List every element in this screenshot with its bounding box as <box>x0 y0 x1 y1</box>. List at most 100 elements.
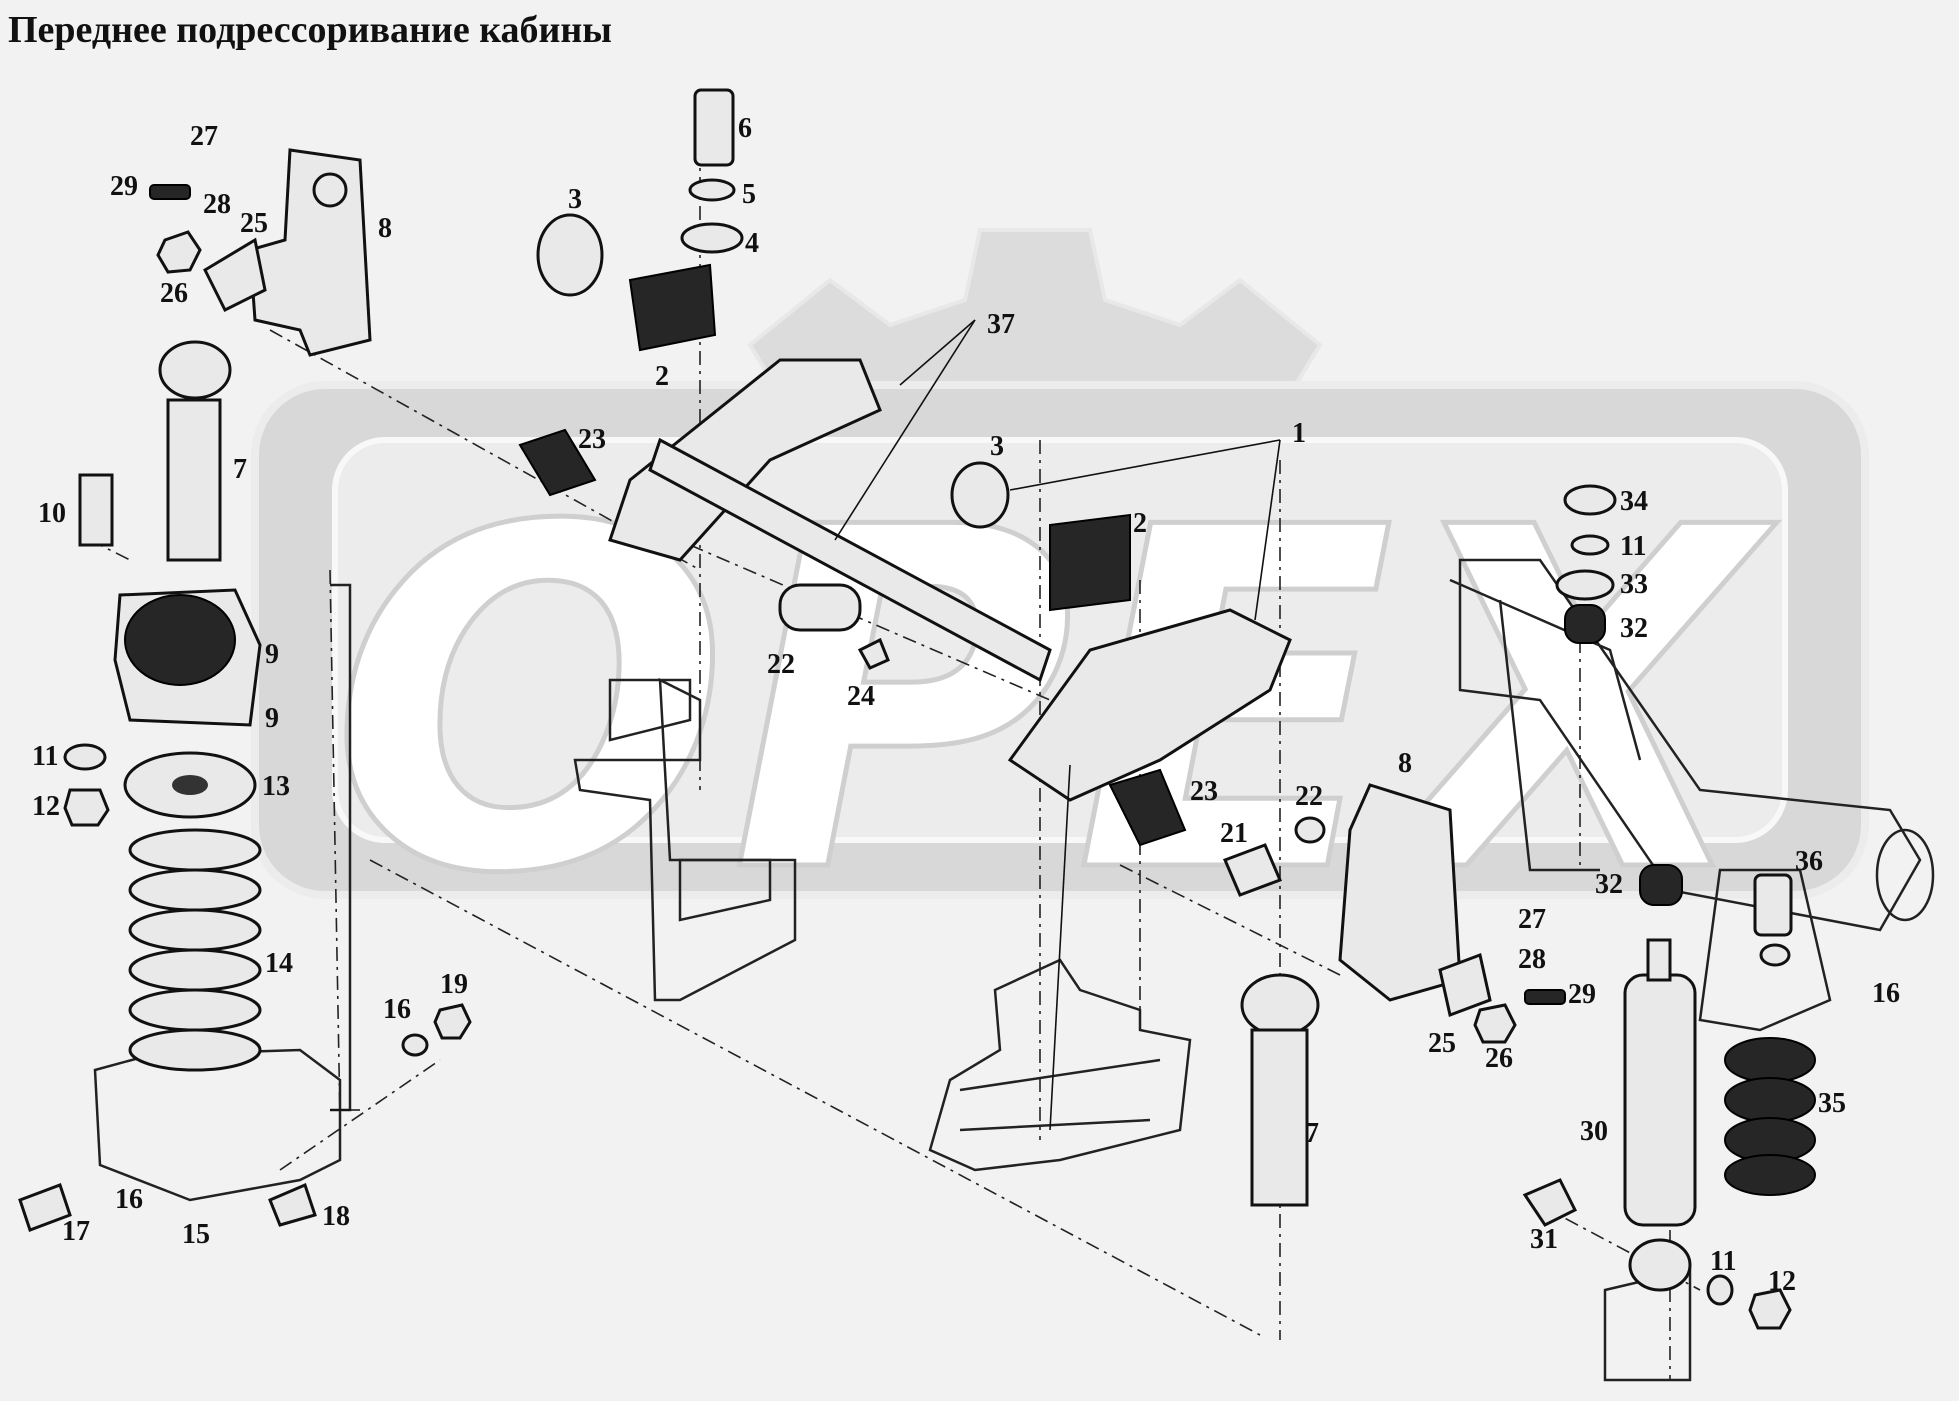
callout-label: 7 <box>1305 1118 1319 1149</box>
callout-label: 5 <box>742 179 756 210</box>
callout-label: 29 <box>110 171 138 202</box>
callout-label: 27 <box>190 121 218 152</box>
callout-label: 28 <box>203 189 231 220</box>
nut-part-26-left <box>156 230 202 274</box>
callout-label: 10 <box>38 498 66 529</box>
shock-absorber-part-30 <box>1623 973 1697 1227</box>
callout-label: 9 <box>265 703 279 734</box>
callouts: 27 29 28 25 8 26 7 10 9 9 11 12 13 14 16… <box>32 113 1900 1297</box>
ring-part-7-right <box>1240 973 1320 1037</box>
callout-label: 12 <box>1768 1266 1796 1297</box>
callout-label: 32 <box>1595 869 1623 900</box>
callout-label: 36 <box>1795 846 1823 877</box>
callout-label: 27 <box>1518 904 1546 935</box>
washer-part-4 <box>680 222 744 254</box>
callout-label: 30 <box>1580 1116 1608 1147</box>
bump-stop-part-35 <box>1724 1037 1816 1196</box>
bracket-part-8-right <box>1338 783 1462 1002</box>
washer-part-11-bottom <box>1706 1274 1734 1306</box>
snap-ring-part-3-top <box>536 213 604 297</box>
washer-part-5 <box>688 178 736 202</box>
callout-label: 34 <box>1620 486 1648 517</box>
bolt-part-17 <box>18 1183 72 1232</box>
callout-label: 24 <box>847 681 875 712</box>
pin-part-22 <box>778 583 862 632</box>
callout-label: 31 <box>1530 1224 1558 1255</box>
bolt-part-36 <box>1753 873 1793 937</box>
bracket-part-8-left <box>248 148 372 357</box>
callout-label: 22 <box>767 649 795 680</box>
callout-label: 25 <box>240 208 268 239</box>
bump-stop-part-23-top <box>518 428 597 497</box>
nut-part-12-bottom <box>1748 1288 1792 1330</box>
bolt-part-21 <box>1223 843 1282 897</box>
callout-label: 29 <box>1568 979 1596 1010</box>
callout-label: 8 <box>378 213 392 244</box>
bolt-part-31 <box>1522 1178 1578 1227</box>
bushing-part-2-top <box>628 263 717 352</box>
bolt-part-29-left <box>149 184 191 200</box>
fitting-part-24 <box>857 637 890 670</box>
callout-label: 26 <box>1485 1043 1513 1074</box>
washer-part-11-left <box>63 743 107 771</box>
right-cab-tube-frame <box>1458 558 1922 932</box>
callout-label: 13 <box>262 771 290 802</box>
callout-label: 21 <box>1220 818 1248 849</box>
callout-label: 22 <box>1295 781 1323 812</box>
callout-label: 18 <box>322 1201 350 1232</box>
rubber-part-32-bottom <box>1639 864 1683 906</box>
bolt-part-18 <box>268 1182 317 1227</box>
washer-part-22-right <box>1294 816 1326 844</box>
left-mount-bracket-frame <box>573 677 797 1002</box>
callout-label: 26 <box>160 278 188 309</box>
callout-label: 19 <box>440 969 468 1000</box>
nut-part-34 <box>1563 484 1617 516</box>
callout-label: 35 <box>1818 1088 1846 1119</box>
callout-label: 2 <box>655 361 669 392</box>
ring-part-7-left <box>158 340 232 400</box>
callout-label: 6 <box>738 113 752 144</box>
callout-label: 12 <box>32 791 60 822</box>
callout-label: 14 <box>265 948 293 979</box>
callout-label: 2 <box>1133 508 1147 539</box>
callout-label: 16 <box>383 994 411 1025</box>
arm-lever-part-1 <box>1007 608 1292 802</box>
washer-part-16-right <box>1759 943 1791 967</box>
left-base-bracket-frame <box>93 1048 342 1202</box>
stud-part-7-left <box>166 398 222 562</box>
bushing-part-2-right <box>1049 513 1131 612</box>
bolt-part-6 <box>693 88 735 167</box>
callout-label: 16 <box>115 1184 143 1215</box>
callout-label: 23 <box>578 424 606 455</box>
plate-part-25-right <box>1438 952 1492 1018</box>
nut-part-12-left <box>63 788 110 827</box>
washer-part-11-top <box>1570 534 1610 556</box>
callout-label: 7 <box>233 454 247 485</box>
nut-part-19 <box>433 1003 472 1040</box>
plate-part-25-left <box>203 237 267 313</box>
bump-stop-part-23-bottom <box>1108 768 1187 847</box>
rubber-part-32-top <box>1564 604 1606 644</box>
callout-label: 11 <box>1710 1246 1736 1277</box>
callout-label: 32 <box>1620 613 1648 644</box>
parts <box>18 88 1816 1330</box>
callout-label: 3 <box>568 184 582 215</box>
page-title: Переднее подрессоривание кабины <box>8 9 612 51</box>
nut-part-26-right <box>1473 1003 1517 1044</box>
right-lower-bracket-frame <box>1698 868 1832 1032</box>
coil-spring-part-14 <box>128 828 262 1072</box>
callout-label: 28 <box>1518 944 1546 975</box>
callout-label: 8 <box>1398 748 1412 779</box>
callout-label: 11 <box>32 741 58 772</box>
cross-tube-part-37 <box>648 437 1052 683</box>
callout-label: 37 <box>987 309 1015 340</box>
callout-label: 11 <box>1620 531 1646 562</box>
bolt-part-29-right <box>1524 989 1566 1005</box>
stud-part-7-right <box>1250 1028 1309 1207</box>
callout-label: 23 <box>1190 776 1218 807</box>
center-mount-bracket-frame <box>928 958 1192 1172</box>
callout-label: 9 <box>265 639 279 670</box>
bolt-part-10 <box>78 473 114 547</box>
